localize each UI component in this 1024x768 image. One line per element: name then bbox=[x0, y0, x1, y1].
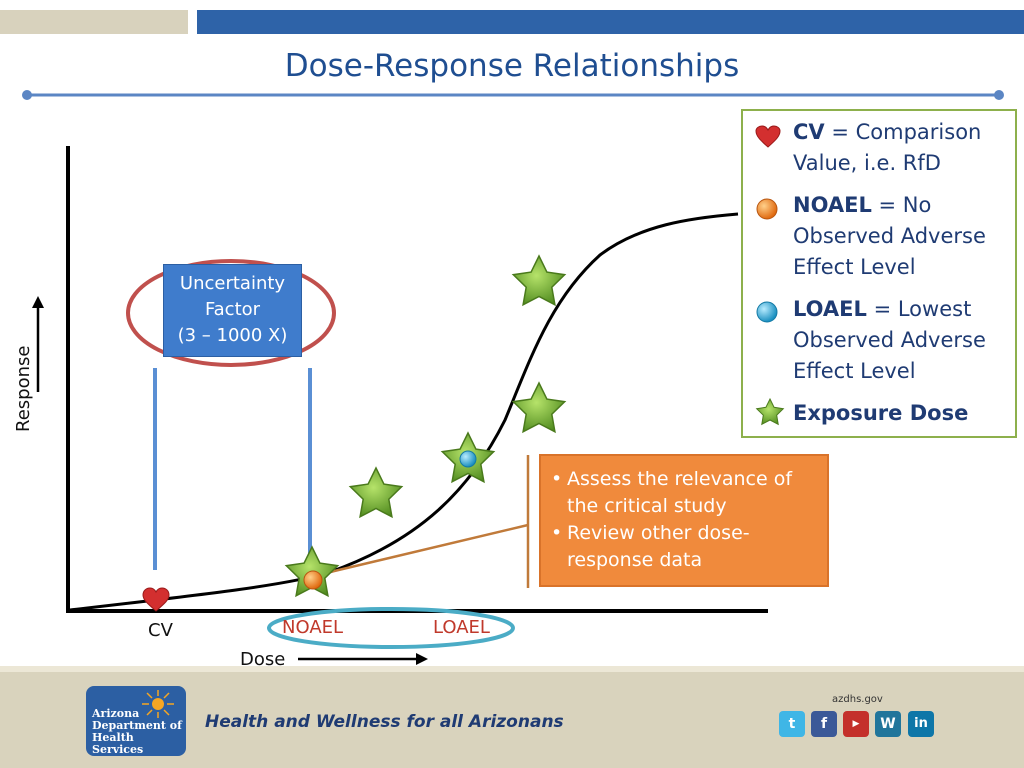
response-axis-label: Response bbox=[13, 345, 34, 432]
top-accent-bar-right bbox=[197, 10, 1024, 34]
cv-axis-label: CV bbox=[148, 620, 173, 641]
uncertainty-ellipse bbox=[126, 259, 336, 367]
legend-cv-definition: = Comparison Value, i.e. RfD bbox=[793, 120, 982, 175]
footer-tagline: Health and Wellness for all Arizonans bbox=[205, 712, 564, 732]
exposure-star-1 bbox=[511, 254, 567, 307]
blue-dot-icon bbox=[756, 301, 778, 323]
logo-line3: Health Services bbox=[92, 731, 144, 756]
twitter-icon[interactable]: t bbox=[779, 711, 805, 737]
wordpress-icon[interactable]: W bbox=[875, 711, 901, 737]
dose-response-diagram bbox=[32, 146, 768, 665]
legend-exposure-term: Exposure Dose bbox=[793, 401, 969, 425]
heart-icon bbox=[755, 125, 781, 148]
slide-title: Dose-Response Relationships bbox=[284, 48, 740, 84]
logo-line1: Arizona bbox=[92, 707, 140, 720]
top-accent-bar-left bbox=[0, 10, 188, 34]
logo-line2: Department of bbox=[92, 719, 182, 732]
exposure-star-2 bbox=[511, 381, 567, 434]
legend-loael-definition: = Lowest Observed Adverse Effect Level bbox=[793, 297, 986, 383]
noael-loael-ellipse bbox=[267, 607, 515, 649]
linkedin-icon[interactable]: in bbox=[908, 711, 934, 737]
callout-item: Assess the relevance of the critical stu… bbox=[549, 466, 819, 520]
orange-dot-icon bbox=[756, 198, 778, 220]
legend-noael-term: NOAEL bbox=[793, 193, 872, 217]
star-icon bbox=[755, 397, 785, 426]
uf-line1: Uncertainty bbox=[179, 273, 286, 294]
dose-axis-label: Dose bbox=[240, 649, 286, 670]
legend-noael: NOAEL = No Observed Adverse Effect Level bbox=[793, 190, 1015, 283]
legend-exposure: Exposure Dose bbox=[793, 398, 1015, 429]
exposure-star-4 bbox=[348, 466, 404, 519]
youtube-icon[interactable]: ▶ bbox=[843, 711, 869, 737]
legend-box: CV = Comparison Value, i.e. RfD NOAEL = … bbox=[741, 109, 1017, 438]
title-divider bbox=[22, 90, 1004, 100]
callout-item: Review other dose-response data bbox=[549, 520, 819, 574]
cv-heart-point bbox=[142, 587, 170, 612]
uncertainty-factor-box: Uncertainty Factor (3 – 1000 X) bbox=[163, 264, 302, 357]
legend-loael: LOAEL = Lowest Observed Adverse Effect L… bbox=[793, 294, 1015, 387]
callout-connector bbox=[325, 523, 529, 575]
noael-point bbox=[303, 570, 323, 590]
loael-point bbox=[459, 450, 477, 468]
callout-list: Assess the relevance of the critical stu… bbox=[549, 466, 819, 574]
uf-line3: (3 – 1000 X) bbox=[177, 325, 288, 346]
footer-divider bbox=[0, 666, 1024, 672]
sun-icon bbox=[142, 690, 174, 718]
facebook-icon[interactable]: f bbox=[811, 711, 837, 737]
legend-cv: CV = Comparison Value, i.e. RfD bbox=[793, 117, 1015, 179]
noael-axis-label: NOAEL bbox=[282, 617, 344, 638]
callout-box: Assess the relevance of the critical stu… bbox=[539, 454, 829, 587]
adhs-logo: Arizona Department of Health Services bbox=[86, 686, 186, 756]
dose-response-curve bbox=[69, 212, 739, 612]
loael-axis-label: LOAEL bbox=[433, 617, 490, 638]
legend-loael-term: LOAEL bbox=[793, 297, 867, 321]
legend-cv-term: CV bbox=[793, 120, 825, 144]
footer-site-link[interactable]: azdhs.gov bbox=[832, 694, 883, 705]
uf-line2: Factor bbox=[204, 299, 261, 320]
legend-noael-definition: = No Observed Adverse Effect Level bbox=[793, 193, 986, 279]
